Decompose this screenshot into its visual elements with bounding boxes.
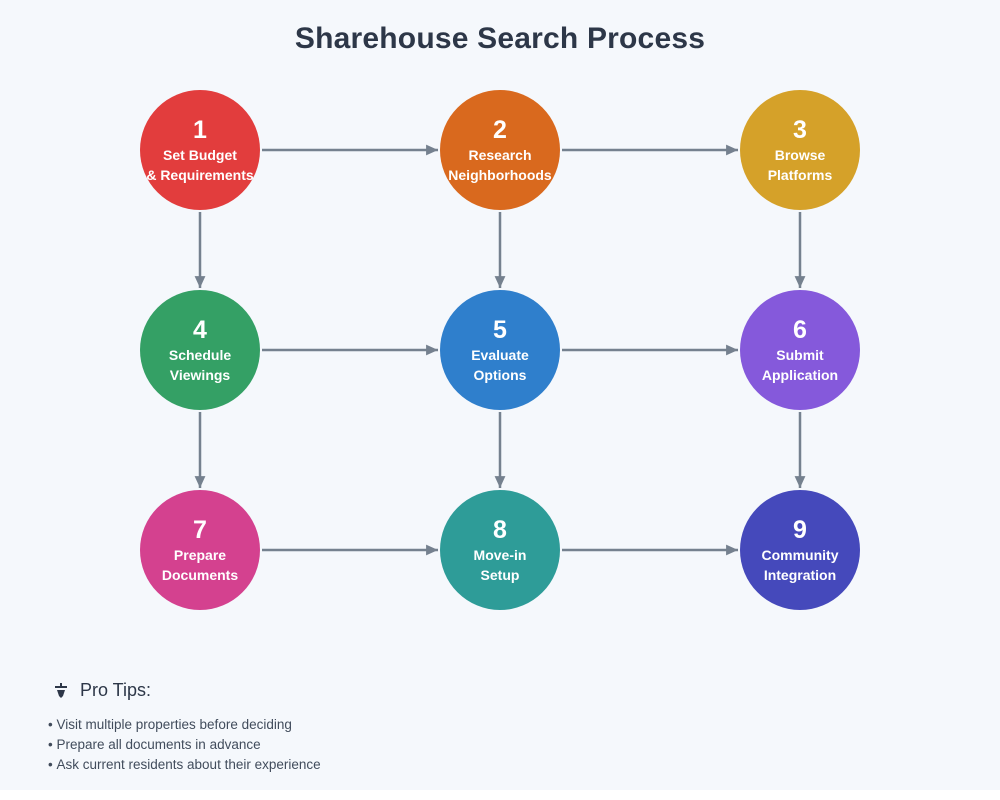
step-node-2: 2 Research Neighborhoods xyxy=(440,90,560,210)
step-label: Submit Application xyxy=(761,347,839,383)
step-number: 1 xyxy=(193,116,207,144)
step-label: Evaluate Options xyxy=(471,347,529,383)
step-number: 7 xyxy=(193,516,207,544)
step-node-5: 5 Evaluate Options xyxy=(440,290,560,410)
step-number: 8 xyxy=(493,516,507,544)
step-label: Browse Platforms xyxy=(767,147,833,183)
step-number: 4 xyxy=(193,316,207,344)
page-title: Sharehouse Search Process xyxy=(294,22,706,55)
step-label: Research Neighborhoods xyxy=(448,147,552,183)
step-node-9: 9 Community Integration xyxy=(740,490,860,610)
step-node-6: 6 Submit Application xyxy=(740,290,860,410)
step-label: Move-in Setup xyxy=(473,547,527,583)
step-number: 3 xyxy=(793,116,807,144)
step-node-8: 8 Move-in Setup xyxy=(440,490,560,610)
lightbulb-icon xyxy=(54,682,68,699)
step-node-3: 3 Browse Platforms xyxy=(740,90,860,210)
step-label: Community Integration xyxy=(761,547,839,583)
step-node-7: 7 Prepare Documents xyxy=(140,490,260,610)
step-label: Schedule Viewings xyxy=(168,347,232,383)
step-node-1: 1 Set Budget & Requirements xyxy=(140,90,260,210)
step-number: 5 xyxy=(493,316,507,344)
step-number: 6 xyxy=(793,316,807,344)
step-number: 9 xyxy=(793,516,807,544)
tip-list: Visit multiple properties before decidin… xyxy=(48,715,648,775)
tip-item: Visit multiple properties before decidin… xyxy=(48,715,648,735)
step-number: 2 xyxy=(493,116,507,144)
step-label: Set Budget & Requirements xyxy=(146,147,254,183)
tip-item: Ask current residents about their experi… xyxy=(48,755,648,775)
step-label: Prepare Documents xyxy=(161,547,239,583)
pro-tips-header: Pro Tips: xyxy=(48,680,648,701)
step-node-4: 4 Schedule Viewings xyxy=(140,290,260,410)
tips-heading: Pro Tips: xyxy=(80,680,152,700)
tip-item: Prepare all documents in advance xyxy=(48,735,648,755)
pro-tips-section: Pro Tips: Visit multiple properties befo… xyxy=(48,680,648,775)
